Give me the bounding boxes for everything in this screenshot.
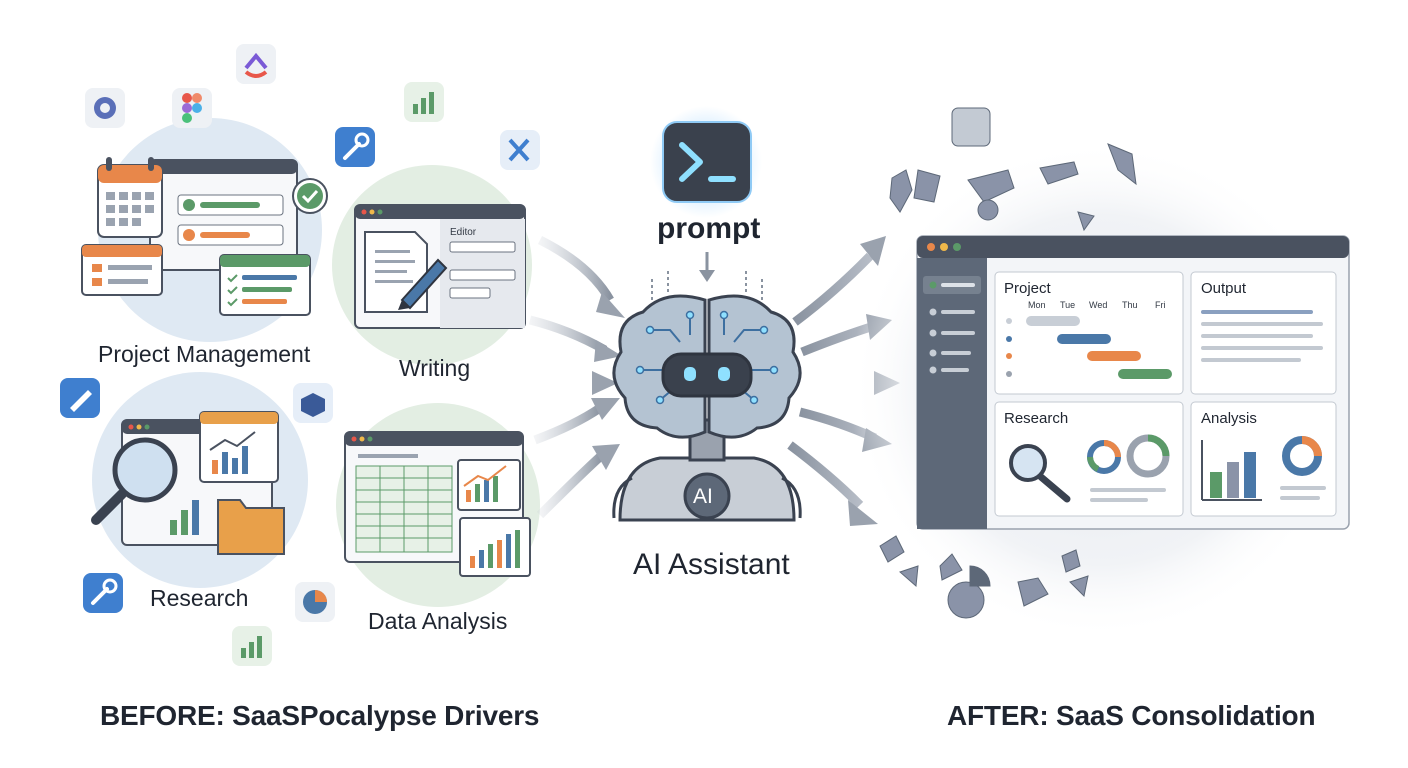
day-label: Thu [1122, 300, 1138, 310]
panel-title-research: Research [1004, 410, 1069, 427]
chart-icon-2 [232, 626, 272, 666]
panel-title-project: Project [1004, 280, 1051, 297]
day-label: Tue [1060, 300, 1076, 310]
panel-title-output: Output [1201, 280, 1247, 297]
wrench-icon [335, 127, 375, 167]
pencil-icon [60, 378, 100, 418]
cluster-label-data-analysis: Data Analysis [368, 608, 508, 634]
day-label: Mon [1028, 300, 1046, 310]
prompt-label: prompt [657, 212, 761, 245]
checkmark-icon [292, 178, 328, 214]
panel-output [1190, 271, 1337, 395]
magnifier-icon [91, 437, 178, 525]
project-window [149, 159, 298, 271]
bar-chart-card [459, 517, 531, 577]
calendar-icon [97, 157, 163, 238]
excel-icon [500, 130, 540, 170]
editor-label: Editor [450, 227, 477, 238]
panel-project [994, 271, 1184, 395]
cube-icon [293, 383, 333, 423]
terminal-icon [662, 121, 752, 203]
shards [879, 107, 1137, 619]
day-label: Wed [1089, 300, 1108, 310]
task-card [81, 244, 163, 296]
line-chart-card [457, 459, 521, 511]
pen-icon [398, 258, 448, 310]
gear-icon [85, 88, 125, 128]
wrench-icon-2 [83, 573, 123, 613]
cluster-label-writing: Writing [399, 355, 471, 381]
panel-research [994, 401, 1184, 517]
robot-badge: AI [693, 485, 713, 508]
day-label: Fri [1155, 300, 1166, 310]
pie-icon [295, 582, 335, 622]
brain-icon [612, 270, 802, 439]
ai-assistant-label: AI Assistant [633, 548, 790, 581]
chart-card [199, 411, 279, 483]
prompt-arrow [699, 252, 715, 282]
cluster-label-project-management: Project Management [98, 341, 311, 367]
panel-title-analysis: Analysis [1201, 410, 1257, 427]
after-caption: AFTER: SaaS Consolidation [947, 700, 1316, 731]
folder-icon [217, 499, 285, 555]
checklist-card [219, 254, 311, 316]
figma-icon [172, 88, 212, 128]
chart-icon [404, 82, 444, 122]
input-arrows [495, 235, 625, 519]
before-caption: BEFORE: SaaSPocalypse Drivers [100, 700, 540, 731]
panel-analysis [1190, 401, 1337, 517]
cluster-label-research: Research [150, 585, 249, 611]
clickup-icon [236, 44, 276, 84]
